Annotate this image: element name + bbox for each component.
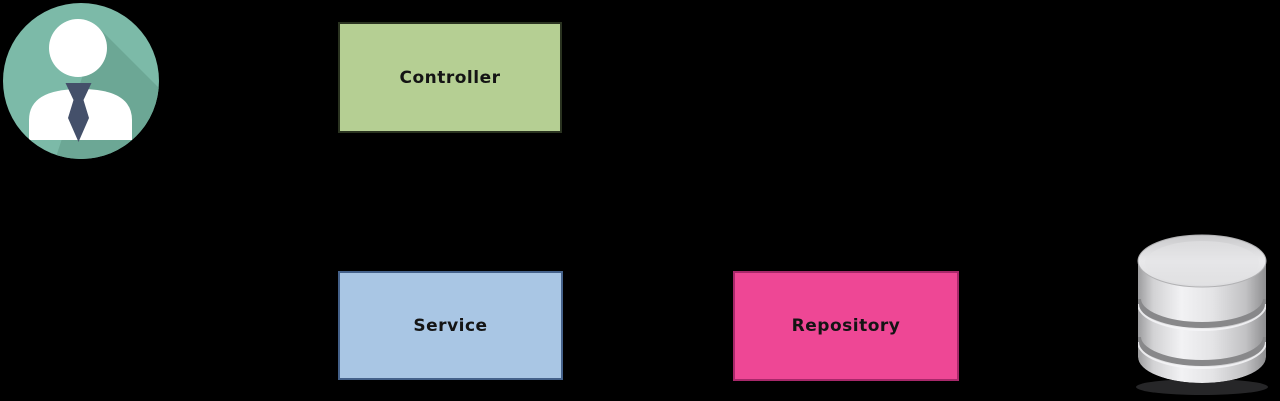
database-groove-1-highlight	[1138, 303, 1266, 331]
node-service-label: Service	[413, 315, 488, 336]
database-groove-2-highlight	[1138, 341, 1266, 369]
database-svg	[1136, 234, 1268, 395]
database-icon	[1134, 229, 1270, 399]
database-top-inner	[1145, 241, 1259, 285]
database-groove-2	[1138, 336, 1266, 366]
user-avatar-icon	[2, 2, 160, 160]
node-repository-label: Repository	[791, 316, 901, 336]
database-shadow	[1136, 379, 1268, 395]
database-groove-1	[1138, 298, 1266, 328]
avatar-tie	[65, 83, 92, 142]
avatar-head	[49, 19, 107, 77]
node-repository: Repository	[733, 271, 959, 381]
node-controller-label: Controller	[399, 67, 501, 88]
node-service: Service	[338, 271, 563, 380]
node-controller: Controller	[338, 22, 562, 133]
user-avatar-svg	[3, 3, 159, 159]
